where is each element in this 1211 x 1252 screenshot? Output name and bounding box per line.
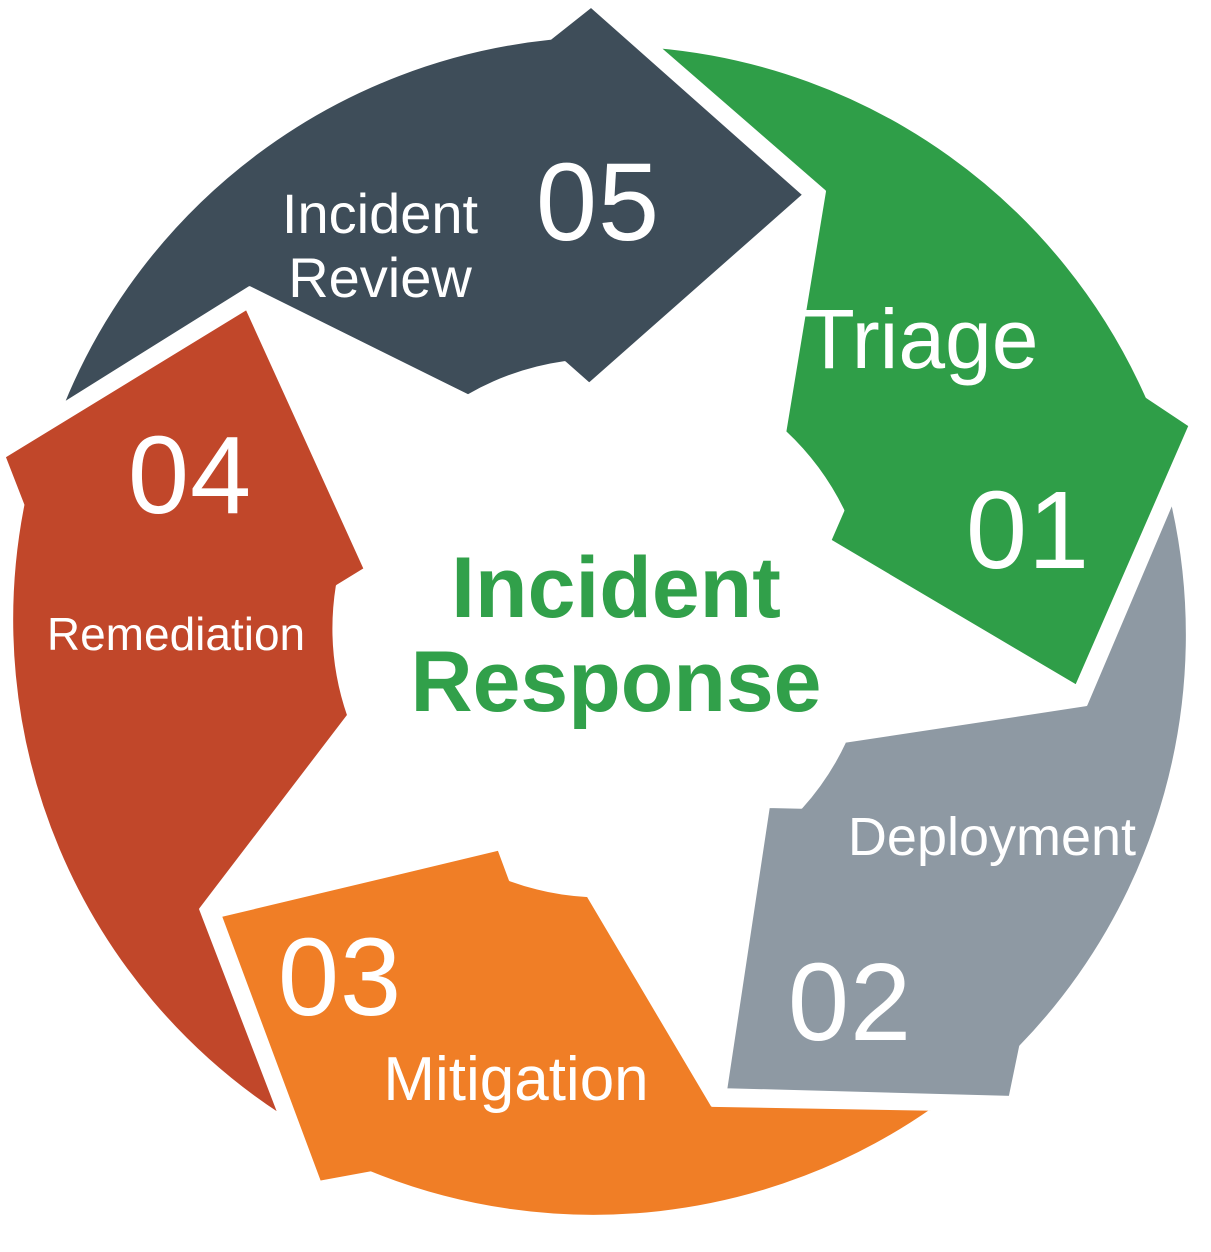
segment-label-05-line2: Review (288, 246, 472, 309)
arrow-segment-03 (218, 847, 935, 1218)
arrow-segment-05 (61, 4, 806, 406)
arrow-segment-02 (724, 500, 1189, 1099)
center-title-line1: Incident (451, 540, 781, 636)
segment-label-03: Mitigation (383, 1045, 648, 1114)
segment-number-02: 02 (788, 941, 912, 1064)
segment-number-03: 03 (278, 916, 402, 1039)
segment-number-01: 01 (966, 469, 1090, 592)
arrow-segment-04 (2, 306, 367, 1117)
segment-label-05-line1: Incident (282, 182, 479, 245)
arrow-segment-01 (656, 45, 1192, 688)
center-title-line2: Response (410, 634, 821, 730)
segment-label-02: Deployment (848, 807, 1136, 867)
segment-number-05: 05 (536, 141, 660, 264)
segment-label-04: Remediation (47, 608, 305, 660)
segment-label-01: Triage (804, 292, 1039, 386)
segment-number-04: 04 (128, 414, 252, 537)
